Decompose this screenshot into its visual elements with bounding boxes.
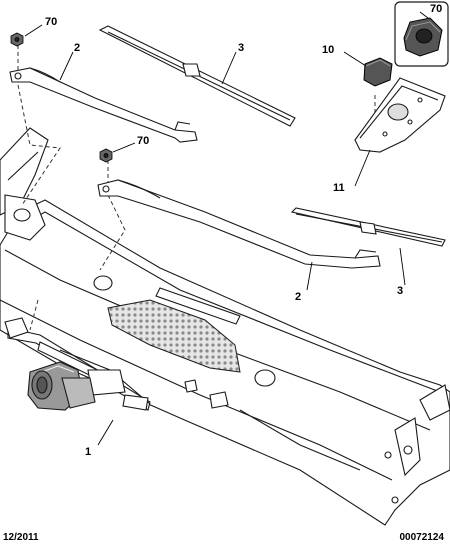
wiper-motor-linkage <box>4 317 151 411</box>
callout-nut-top-left: 70 <box>45 16 57 28</box>
callout-nut-mid: 70 <box>137 135 149 147</box>
cowl-panel <box>0 127 450 526</box>
wiper-blade-right <box>290 207 446 247</box>
callout-blade-top: 3 <box>238 42 244 54</box>
callout-arm-right: 2 <box>295 291 301 303</box>
nut-top-left <box>10 32 24 47</box>
wiper-blade-top <box>98 25 296 127</box>
callout-blade-right: 3 <box>397 285 403 297</box>
cowl-grille <box>107 299 241 373</box>
footer-reference: 00072124 <box>399 532 445 543</box>
callout-leaders <box>24 11 429 446</box>
wiper-arm-left <box>9 67 198 143</box>
nut-inset-box <box>394 1 449 67</box>
cap-part <box>363 57 393 87</box>
wiper-arm-right <box>97 179 381 269</box>
footer-date: 12/2011 <box>3 532 39 543</box>
callout-arm-left: 2 <box>74 42 80 54</box>
bracket-part <box>354 77 446 153</box>
callout-motor: 1 <box>85 446 91 458</box>
callout-bracket: 11 <box>333 182 345 194</box>
nut-mid <box>99 148 113 163</box>
callout-nut-inset: 70 <box>430 3 442 15</box>
callout-cap: 10 <box>322 44 334 56</box>
